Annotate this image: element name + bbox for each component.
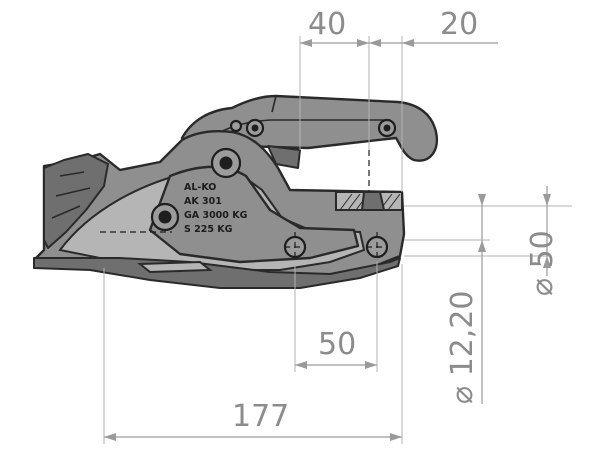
nameplate-line-1: AL-KO (184, 182, 216, 193)
dimension-lines: 40 20 ⌀ 50 ⌀ 12,20 50 177 (103, 7, 572, 444)
locking-wedge (267, 145, 301, 169)
coupling-part: AL-KO AK 301 GA 3000 KG S 225 KG (33, 94, 439, 289)
dim-50-label: 50 (318, 327, 356, 362)
nameplate-line-2: AK 301 (184, 196, 222, 207)
dim-dia50-label: ⌀ 50 (525, 230, 560, 296)
dim-40-label: 40 (308, 7, 346, 42)
nameplate-line-3: GA 3000 KG (184, 210, 248, 221)
front-bellows (43, 153, 109, 249)
bottom-plate (33, 257, 401, 289)
dim-177-label: 177 (232, 399, 289, 434)
nameplate: AL-KO AK 301 GA 3000 KG S 225 KG (184, 182, 248, 235)
nameplate-line-4: S 225 KG (184, 224, 233, 235)
dim-20-label: 20 (440, 7, 478, 42)
dim-dia12-label: ⌀ 12,20 (445, 291, 480, 404)
